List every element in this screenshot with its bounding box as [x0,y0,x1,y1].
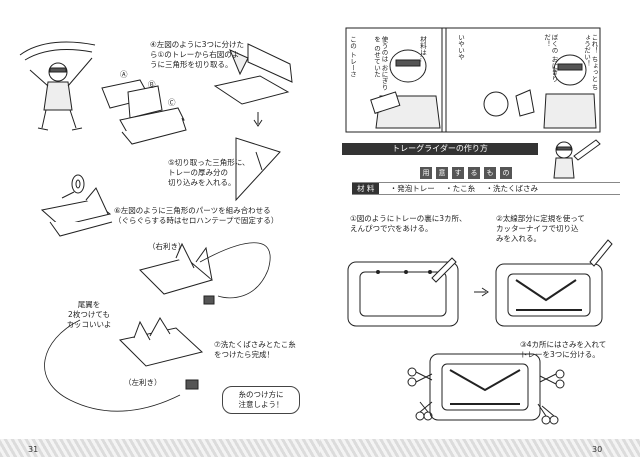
footer-band [320,439,640,457]
comic-bubble-use-this: 使うのは おにぎりを のせていた [372,36,389,91]
comic-strip [345,27,601,133]
page-number: 30 [592,445,603,454]
tray-scissors-icon [429,353,541,421]
tray-cut-piece-icon [213,43,293,105]
subtitle-char: 意 [436,167,448,179]
note-tail: 尾翼を 2枚つけても カッコいいよ [66,300,112,329]
ninja-character-icon [19,41,96,131]
subtitle-char: す [452,167,464,179]
step3-text: ③4カ所にはさみを入れて トレーを3つに分ける。 [520,340,607,359]
comic-bubble-materials: 材料は… [418,36,427,62]
left-page: ④左図のように3つに分けた ら①のトレーから右図のよ うに三角形を切り取る。 ⑤… [0,40,320,457]
comic-bubble-my-onigiri: ぼくの おにぎり だ！ [542,34,559,82]
right-illustrations [345,27,613,425]
tray-cut-lines-icon [495,239,613,327]
step6-text: ⑥左図のように三角形のパーツを組み合わせる （ぐらぐらする時はセロハンテープで固… [114,206,279,225]
glider-left-hand-icon [118,317,204,390]
label-left-handed: （左利き） [124,378,162,387]
materials-label: 材 料 [352,183,380,194]
string-line-icon [199,242,271,299]
subtitle-prepare: 用意するもの [420,160,516,179]
label-a: Ⓐ [120,70,128,79]
page-number: 31 [28,445,39,454]
arrow-right-icon [474,287,489,297]
page-title: トレーグライダーの作り方 [342,143,538,155]
material-clothespin: ・洗たくばさみ [485,184,539,193]
materials-row: 材 料 ・発泡トレー ・たこ糸 ・洗たくばさみ [352,182,620,195]
pencil-ninja-icon [553,139,601,179]
right-page: 材料は… これ！ ちょっと ちょうだい！ ぼくの おにぎり だ！ いやいや 使う… [320,0,640,457]
step1-text: ①図のようにトレーの裏に3カ所、 えんぴつで穴をあける。 [350,214,467,233]
comic-characters-icon [370,49,597,129]
comic-bubble-this-tray: この トレーさ [348,36,357,78]
string-line-left-icon [44,319,181,412]
subtitle-char: も [484,167,496,179]
tape-roll-icon [61,174,85,199]
note-string: 糸のつけ方に 注意しよう！ [222,386,300,414]
label-right-handed: （右利き） [148,242,186,251]
scissors-icon [407,367,565,425]
tray-parts-icon [101,79,187,145]
step4-text: ④左図のように3つに分けた ら①のトレーから右図のよ うに三角形を切り取る。 [150,40,244,69]
step5-text: ⑤切り取った三角形に、 トレーの厚み分の 切り込みを入れる。 [168,158,250,187]
footer-band [0,439,320,457]
material-kite-string: ・たこ糸 [445,184,476,193]
comic-bubble-no-no: いやいや [456,34,465,60]
tray-holes-icon [347,257,459,327]
triangle-piece-icon [235,137,281,202]
glider-right-hand-icon [139,242,215,305]
step2-text: ②太線部分に定規を使って カッターナイフで切り込 みを入れる。 [496,214,585,243]
subtitle-char: の [500,167,512,179]
subtitle-char: 用 [420,167,432,179]
glider-assembly-icon [40,187,113,237]
arrow-down-icon [253,112,263,127]
step7-text: ⑦洗たくばさみとたこ糸 をつけたら完成！ [214,340,296,359]
subtitle-char: る [468,167,480,179]
comic-bubble-give-me: これ！ ちょっと ちょうだい！ [582,34,599,91]
label-b: Ⓑ [148,80,156,89]
left-illustrations [19,41,293,412]
label-c: Ⓒ [168,98,176,107]
material-foam-tray: ・発泡トレー [389,184,435,193]
